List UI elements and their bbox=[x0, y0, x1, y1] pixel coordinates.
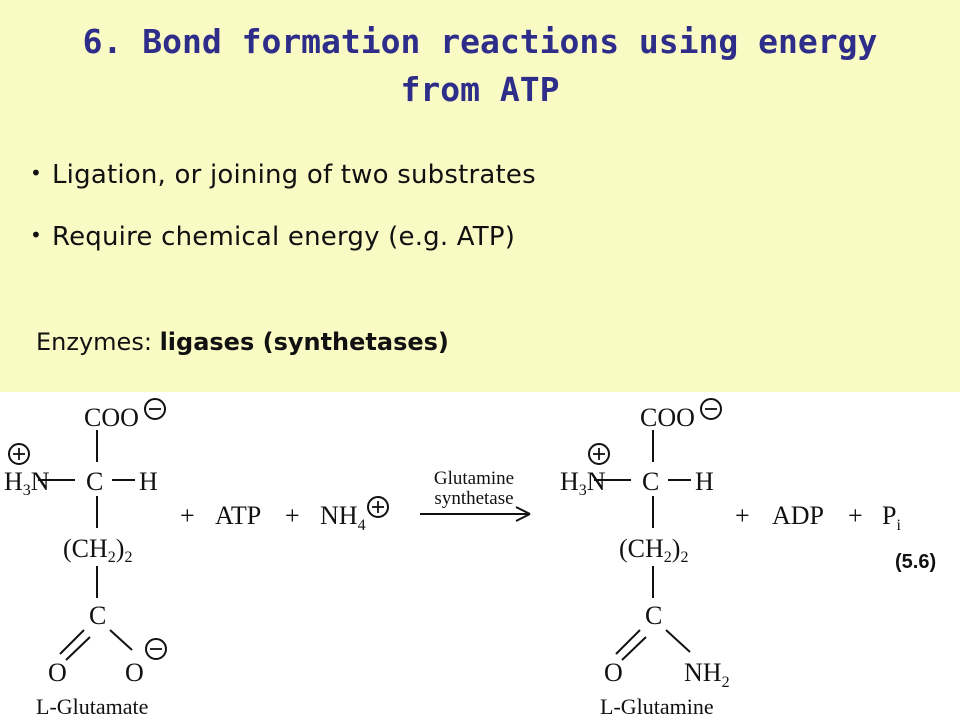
charge-circle bbox=[367, 496, 389, 518]
glutamine-carboxylate: COO bbox=[640, 403, 695, 432]
slide-title-line-2: from ATP bbox=[400, 70, 560, 109]
bullet-text: Ligation, or joining of two substrates bbox=[52, 160, 536, 190]
bond-line bbox=[59, 629, 85, 655]
ammonium-label: NH4 bbox=[320, 501, 366, 534]
bond-line bbox=[665, 629, 691, 653]
plus-operator: + bbox=[180, 501, 195, 530]
bullet-dot: • bbox=[30, 223, 42, 247]
glutamine-name: L-Glutamine bbox=[600, 694, 714, 719]
bullet-text: Require chemical energy (e.g. ATP) bbox=[52, 222, 516, 252]
equation-number: (5.6) bbox=[895, 551, 936, 573]
reaction-arrow-head bbox=[515, 506, 531, 515]
enzyme-name-line-1: Glutamine bbox=[434, 468, 514, 489]
reaction-arrow-head bbox=[515, 513, 531, 522]
reaction-scheme: COO H3N C H (CH2)2 C O O L-Glutamate + A… bbox=[4, 398, 936, 719]
bullet-item: • Require chemical energy (e.g. ATP) bbox=[30, 222, 515, 252]
charge-circle bbox=[145, 638, 167, 660]
glutamate-oxygen: O bbox=[125, 658, 144, 687]
charge-circle bbox=[700, 398, 722, 420]
charge-circle bbox=[588, 443, 610, 465]
glutamate-alpha-hydrogen: H bbox=[139, 467, 158, 496]
glutamate-amine: H3N bbox=[4, 467, 50, 499]
enzymes-value: ligases (synthetases) bbox=[159, 328, 449, 356]
bond-line bbox=[615, 629, 641, 655]
bond-line bbox=[621, 636, 647, 661]
glutamate-carboxylate: COO bbox=[84, 403, 139, 432]
glutamate-ch2-group: (CH2)2 bbox=[63, 534, 132, 566]
atp-label: ATP bbox=[215, 501, 261, 530]
glutamine-alpha-hydrogen: H bbox=[695, 467, 714, 496]
glutamine-alpha-carbon: C bbox=[642, 467, 659, 496]
enzymes-line: Enzymes: ligases (synthetases) bbox=[36, 328, 449, 356]
plus-operator: + bbox=[285, 501, 300, 530]
enzyme-name-line-2: synthetase bbox=[434, 488, 513, 509]
bond-line bbox=[65, 636, 91, 661]
glutamine-ch2-group: (CH2)2 bbox=[619, 534, 688, 566]
charge-circle bbox=[8, 443, 30, 465]
glutamine-amide: NH2 bbox=[684, 658, 730, 691]
bullet-item: • Ligation, or joining of two substrates bbox=[30, 160, 536, 190]
slide-title-line-1: 6. Bond formation reactions using energy bbox=[82, 22, 878, 61]
bullet-dot: • bbox=[30, 161, 42, 185]
glutamate-side-carbon: C bbox=[89, 601, 106, 630]
glutamate-oxygen: O bbox=[48, 658, 67, 687]
glutamate-name: L-Glutamate bbox=[36, 694, 148, 719]
bond-line bbox=[109, 629, 133, 651]
glutamine-amine: H3N bbox=[560, 467, 606, 499]
adp-label: ADP bbox=[772, 501, 824, 530]
plus-operator: + bbox=[848, 501, 863, 530]
charge-circle bbox=[144, 398, 166, 420]
glutamate-alpha-carbon: C bbox=[86, 467, 103, 496]
slide-header-panel bbox=[0, 0, 960, 392]
glutamine-side-carbon: C bbox=[645, 601, 662, 630]
plus-operator: + bbox=[735, 501, 750, 530]
slide-title: 6. Bond formation reactions using energy… bbox=[0, 18, 960, 114]
glutamine-oxygen: O bbox=[604, 658, 623, 687]
phosphate-label: Pi bbox=[882, 501, 901, 534]
enzymes-label: Enzymes: bbox=[36, 328, 152, 356]
